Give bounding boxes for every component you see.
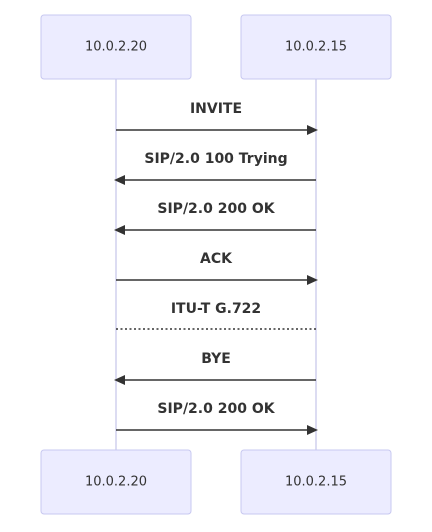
message-label: ITU-T G.722 bbox=[171, 301, 261, 317]
message-200-ok-1: SIP/2.0 200 OK bbox=[114, 201, 316, 235]
message-label: INVITE bbox=[190, 101, 242, 117]
actor-label: 10.0.2.20 bbox=[85, 40, 147, 55]
arrowhead-left-icon bbox=[114, 225, 125, 235]
arrowhead-right-icon bbox=[307, 125, 318, 135]
message-codec: ITU-T G.722 bbox=[116, 301, 316, 330]
actor-box bbox=[240, 449, 392, 515]
message-200-ok-2: SIP/2.0 200 OK bbox=[116, 401, 318, 435]
arrowhead-right-icon bbox=[307, 275, 318, 285]
message-label: ACK bbox=[200, 251, 233, 267]
message-label: SIP/2.0 100 Trying bbox=[144, 151, 287, 167]
arrowhead-left-icon bbox=[114, 375, 125, 385]
message-bye: BYE bbox=[114, 351, 316, 385]
actor-box bbox=[240, 14, 392, 80]
message-label: SIP/2.0 200 OK bbox=[157, 201, 275, 217]
message-label: SIP/2.0 200 OK bbox=[157, 401, 275, 417]
actor-label: 10.0.2.20 bbox=[85, 475, 147, 490]
arrowhead-right-icon bbox=[307, 425, 318, 435]
message-label: BYE bbox=[201, 351, 231, 367]
actor-box bbox=[40, 14, 192, 80]
message-trying: SIP/2.0 100 Trying bbox=[114, 151, 316, 185]
message-ack: ACK bbox=[116, 251, 318, 285]
actor-top-a: 10.0.2.20 bbox=[40, 14, 192, 80]
actor-label: 10.0.2.15 bbox=[285, 475, 347, 490]
arrowhead-left-icon bbox=[114, 175, 125, 185]
actor-top-b: 10.0.2.15 bbox=[240, 14, 392, 80]
message-invite: INVITE bbox=[116, 101, 318, 135]
actor-bottom-a: 10.0.2.20 bbox=[40, 449, 192, 515]
actor-box bbox=[40, 449, 192, 515]
actor-label: 10.0.2.15 bbox=[285, 40, 347, 55]
actor-bottom-b: 10.0.2.15 bbox=[240, 449, 392, 515]
